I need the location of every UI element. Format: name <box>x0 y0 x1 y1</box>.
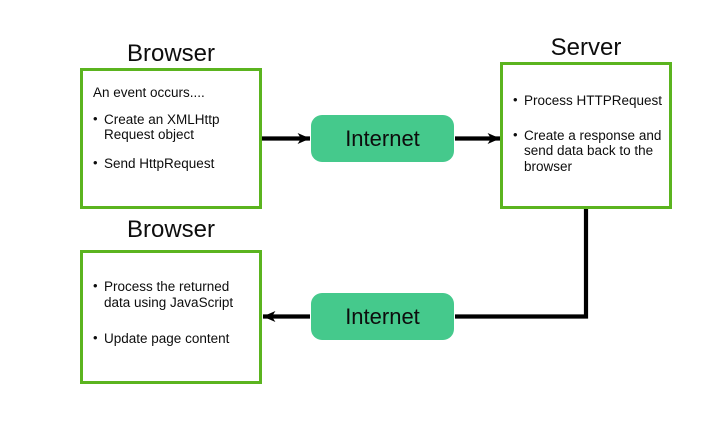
browser-top-content: An event occurs.... Create an XMLHttp Re… <box>93 85 253 171</box>
server-content: Process HTTPRequest Create a response an… <box>513 92 663 175</box>
list-item: Create a response and send data back to … <box>513 127 663 175</box>
server-box: Process HTTPRequest Create a response an… <box>500 62 672 209</box>
list-item: Create an XMLHttp Request object <box>93 111 253 143</box>
list-item: Send HttpRequest <box>93 155 253 172</box>
server-bullet-list: Process HTTPRequest Create a response an… <box>513 92 663 175</box>
browser-bottom-box: Process the returned data using JavaScri… <box>80 250 262 384</box>
internet-node-bottom: Internet <box>311 293 454 340</box>
list-item: Update page content <box>93 330 253 347</box>
list-item: Process HTTPRequest <box>513 92 663 109</box>
internet-bottom-label: Internet <box>345 303 420 329</box>
internet-node-top: Internet <box>311 115 454 162</box>
list-item: Process the returned data using JavaScri… <box>93 278 253 310</box>
browser-top-lead-text: An event occurs.... <box>93 85 205 100</box>
edge-server-to-internet-bottom <box>455 209 589 319</box>
server-title: Server <box>550 34 622 61</box>
browser-top-title: Browser <box>126 40 216 67</box>
browser-top-box: An event occurs.... Create an XMLHttp Re… <box>80 68 262 209</box>
browser-bottom-bullet-list: Process the returned data using JavaScri… <box>93 278 253 347</box>
browser-bottom-title: Browser <box>126 216 216 243</box>
browser-top-bullet-list: Create an XMLHttp Request object Send Ht… <box>93 111 253 172</box>
internet-top-label: Internet <box>345 125 420 151</box>
browser-bottom-content: Process the returned data using JavaScri… <box>93 278 253 347</box>
